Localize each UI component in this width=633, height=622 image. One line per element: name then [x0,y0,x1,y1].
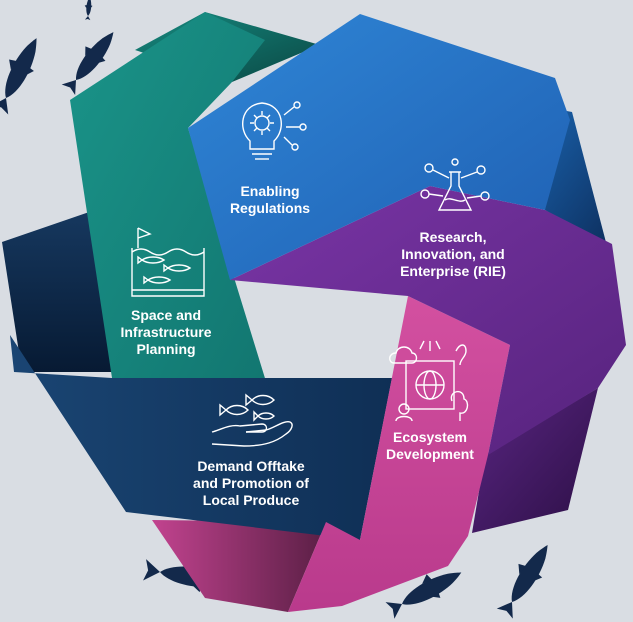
label-ecosystem: Ecosystem Development [386,429,474,462]
purple-fold-shadow [472,388,598,533]
segment-demand [10,335,392,540]
navy-fold-shadow [2,210,112,372]
lightbulb-gear-icon [242,101,307,160]
segment-space [70,12,268,388]
pink-fold-shadow [152,520,326,612]
label-space: Space and Infrastructure Planning [120,307,212,357]
label-demand: Demand Offtake and Promotion of Local Pr… [193,458,309,508]
label-rie: Research, Innovation, and Enterprise (RI… [400,229,506,279]
segment-rie [230,186,626,455]
hand-fish-icon [211,393,293,447]
segment-regulations [188,14,570,280]
label-regulations: Enabling Regulations [229,183,311,216]
fish-farm-icon [131,227,205,297]
globe-network-icon [389,340,469,422]
flask-network-icon [420,158,490,211]
